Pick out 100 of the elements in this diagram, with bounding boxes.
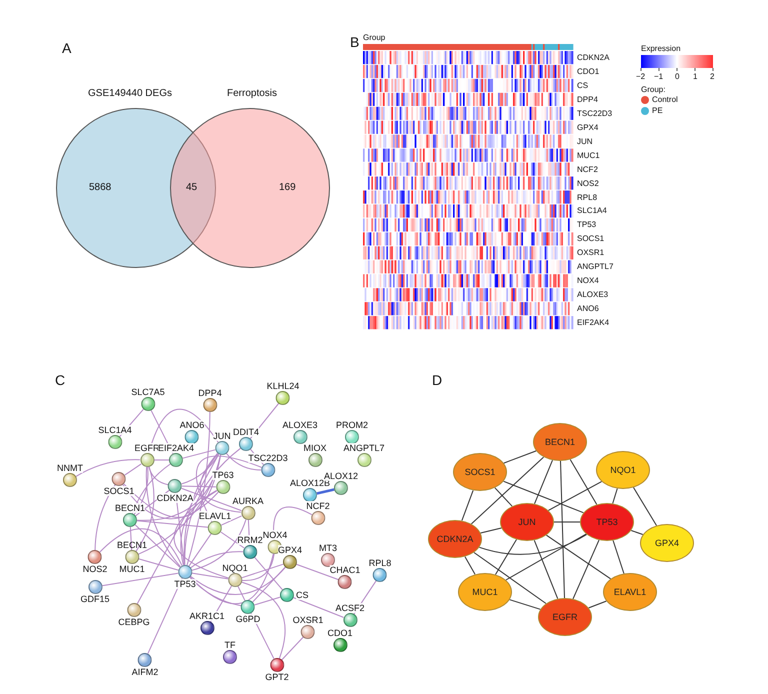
gene-label: NNMT [57, 463, 83, 473]
gene-label: TSC22D3 [248, 453, 288, 463]
connector-line [474, 552, 546, 604]
connector-line [478, 534, 588, 555]
connector-line [189, 576, 242, 606]
connector-line [570, 459, 598, 505]
connector-line [188, 533, 212, 567]
connector-line [190, 566, 286, 595]
connector-line [534, 460, 553, 504]
gene-label: AKR1C1 [190, 611, 224, 621]
gene-label: AURKA [232, 496, 264, 506]
connector-line [147, 578, 183, 654]
connector-line [200, 452, 242, 513]
set-count: 5868 [89, 182, 112, 193]
gene-label: SLC1A4 [577, 206, 607, 216]
gene-label: TSC22D3 [577, 108, 612, 118]
gene-label: BECN1 [115, 503, 145, 513]
gene-label: MIOX [304, 443, 326, 453]
connector-line [548, 481, 602, 511]
connector-line [470, 456, 544, 524]
connector-line [184, 448, 241, 566]
gene-label: ACSF2 [336, 603, 364, 613]
annotation-title: Group [363, 33, 386, 42]
connector-line [174, 490, 229, 578]
gene-label: CS [577, 80, 588, 90]
connector-line [494, 487, 513, 507]
connector-line [180, 490, 218, 566]
gene-label: GPX4 [577, 122, 598, 132]
gene-label: SOCS1 [577, 234, 604, 244]
connector-line [191, 519, 246, 571]
gene-label: MT3 [319, 543, 337, 553]
connector-line [238, 586, 246, 602]
gene-label: ANGPTL7 [344, 443, 384, 453]
connector-line [241, 582, 286, 659]
connector-line [254, 556, 283, 590]
gene-label: EIF2AK4 [158, 443, 194, 453]
gene-label: G6PD [236, 614, 260, 624]
connector-line [130, 526, 132, 550]
connector-line [136, 520, 208, 528]
connector-line [461, 490, 474, 522]
connector-line [226, 452, 262, 470]
tick-label: −1 [654, 72, 664, 81]
connector-line [94, 484, 116, 550]
gene-label: JUN [577, 136, 593, 146]
connector-line [503, 450, 537, 464]
connector-line [281, 636, 304, 660]
gene-label: TF [224, 640, 236, 650]
tick-label: 0 [675, 72, 680, 81]
legend-title: Group: [641, 85, 666, 94]
connector-line [560, 460, 565, 598]
panel-letter: A [62, 40, 72, 56]
connector-line [588, 600, 607, 608]
connector-line [495, 539, 517, 575]
gene-label: CS [296, 590, 309, 600]
connector-line [612, 488, 618, 504]
gene-label: ALOXE3 [577, 290, 608, 300]
gene-label: EGFR [134, 443, 160, 453]
gene-label: NCF2 [577, 164, 598, 174]
gene-label: ALOX12B [290, 478, 330, 488]
legend-text: PE [652, 106, 663, 115]
panel-letter: B [350, 34, 360, 50]
connector-line [220, 532, 245, 548]
connector-line [190, 551, 244, 568]
gene-label: TP53 [577, 220, 596, 230]
gene-label: BECN1 [117, 540, 148, 550]
connector-line [252, 566, 286, 602]
gene-label: GPT2 [265, 672, 289, 682]
connector-line [124, 463, 142, 476]
gene-node: ELAVL1 [603, 573, 657, 611]
tick-label: 1 [693, 72, 698, 81]
gene-node: MUC1 [458, 573, 512, 611]
gene-label: ELAVL1 [198, 511, 232, 521]
gene-label: DPP4 [198, 388, 222, 398]
connector-line [146, 466, 181, 568]
connector-line [316, 488, 334, 495]
connector-line [546, 534, 612, 580]
gene-label: KLHL24 [266, 381, 300, 391]
connector-line [505, 534, 587, 580]
gene-node: JUN [500, 503, 554, 541]
connector-line [464, 556, 476, 575]
gene-label: NOX4 [577, 276, 599, 286]
gene-node: NQO1 [596, 451, 650, 489]
connector-line [148, 466, 169, 486]
gene-node: CDKN2A [428, 520, 482, 558]
connector-line [123, 454, 222, 518]
connector-line [633, 487, 657, 526]
panel-letter: D [432, 372, 442, 388]
gene-label: DPP4 [577, 94, 598, 104]
gene-label: NOS2 [577, 178, 599, 188]
connector-line [181, 454, 220, 484]
gene-label: RPL8 [368, 558, 392, 568]
gene-node: EGFR [538, 598, 592, 636]
gene-node: TP53 [580, 503, 634, 541]
gene-label: SLC7A5 [131, 387, 165, 397]
overlap-count: 45 [186, 182, 198, 193]
connector-line [480, 528, 502, 534]
connector-line [101, 572, 179, 586]
gene-label: NQO1 [222, 563, 248, 573]
connector-line [138, 558, 179, 571]
gene-label: SLC1A4 [98, 425, 132, 435]
